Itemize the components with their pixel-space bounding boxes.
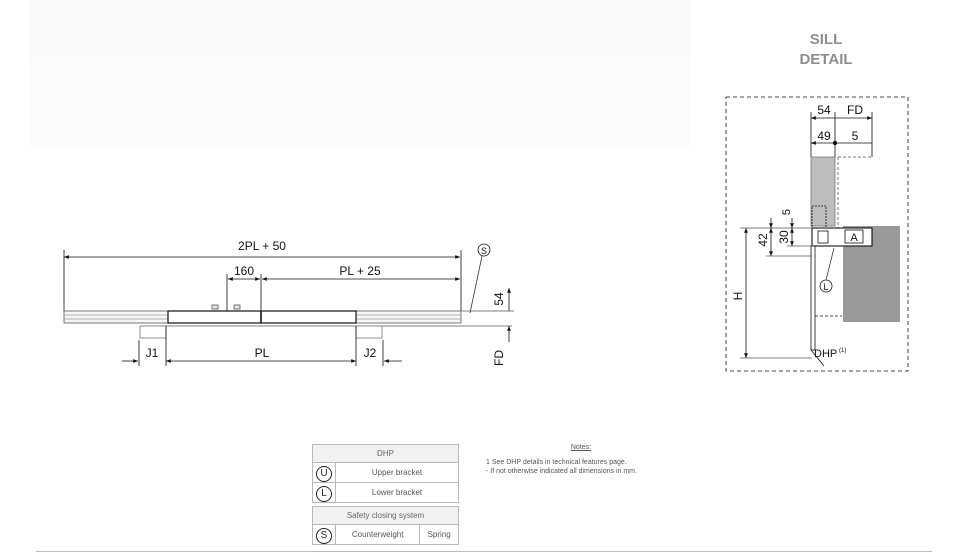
dhp-table: DHP U Upper bracket L Lower bracket bbox=[312, 444, 459, 503]
label-total: 2PL + 50 bbox=[238, 239, 286, 253]
small-bracket-2 bbox=[233, 304, 241, 310]
l-symbol: L bbox=[312, 482, 336, 503]
s-symbol-circle bbox=[477, 243, 491, 257]
u-symbol: U bbox=[312, 462, 336, 483]
a-box bbox=[844, 229, 864, 244]
faded-header-area bbox=[30, 0, 690, 148]
d-label-30: 30 bbox=[777, 230, 791, 244]
door-panel bbox=[810, 156, 836, 227]
d-label-49: 49 bbox=[817, 129, 831, 143]
sill-detail-title: SILL DETAIL bbox=[776, 30, 876, 70]
mechanism-body bbox=[167, 310, 357, 324]
label-pl: PL bbox=[255, 346, 270, 360]
safety-table-header: Safety closing system bbox=[312, 506, 459, 525]
label-j1: J1 bbox=[146, 346, 159, 360]
small-bracket-1 bbox=[211, 304, 219, 310]
sill-title-line1: SILL bbox=[809, 31, 843, 48]
label-54: 54 bbox=[492, 292, 506, 306]
d-label-a: A bbox=[850, 232, 858, 244]
vertical-plate bbox=[810, 245, 816, 351]
d-label-dhp-sup: (1) bbox=[839, 348, 846, 354]
footer-divider bbox=[36, 551, 932, 552]
front-labels: 2PL + 50 160 PL + 25 J1 PL J2 S 54 FD bbox=[146, 239, 506, 366]
front-elevation bbox=[63, 243, 514, 366]
table-row: L Lower bracket bbox=[312, 482, 459, 503]
detail-frame bbox=[725, 96, 909, 372]
label-160: 160 bbox=[234, 264, 254, 278]
floor-box-right bbox=[355, 325, 383, 339]
label-pl25: PL + 25 bbox=[339, 264, 381, 278]
sill-title-line2: DETAIL bbox=[799, 51, 853, 68]
l-leader bbox=[825, 247, 835, 281]
notes-title: Notes: bbox=[570, 444, 592, 451]
d-label-fd: FD bbox=[847, 103, 863, 117]
d-label-h: H bbox=[731, 292, 745, 301]
label-j2: J2 bbox=[364, 346, 377, 360]
note-line-1: 1 See DHP details in technical features … bbox=[486, 459, 627, 466]
d-label-5v: 5 bbox=[781, 209, 793, 215]
safety-table: Safety closing system S Counterweight Sp… bbox=[312, 506, 459, 545]
dhp-table-header: DHP bbox=[312, 444, 459, 463]
u-bracket bbox=[817, 230, 829, 244]
counterweight-label: Counterweight bbox=[334, 524, 421, 545]
d-label-l: L bbox=[823, 282, 828, 292]
s-symbol: S bbox=[312, 524, 336, 545]
d-label-42: 42 bbox=[756, 233, 770, 247]
upper-bracket-label: Upper bracket bbox=[335, 462, 459, 483]
note-line-2: - If not otherwise indicated all dimensi… bbox=[486, 468, 637, 475]
sill-detail bbox=[725, 96, 909, 372]
s-leader bbox=[469, 255, 483, 314]
spring-label: Spring bbox=[419, 524, 459, 545]
table-row: S Counterweight Spring bbox=[312, 524, 459, 545]
floor-box-left bbox=[139, 325, 167, 339]
lower-bracket-label: Lower bracket bbox=[335, 482, 459, 503]
label-fd: FD bbox=[492, 350, 506, 366]
d-label-5: 5 bbox=[852, 129, 859, 143]
d-label-54: 54 bbox=[817, 103, 831, 117]
plate-slant bbox=[810, 349, 825, 367]
detail-labels: 54 FD 49 5 5 42 30 H A L DHP (1) bbox=[731, 103, 863, 360]
notes-block: Notes: 1 See DHP details in technical fe… bbox=[486, 443, 676, 476]
label-s: S bbox=[481, 246, 487, 256]
d-label-dhp: DHP bbox=[814, 348, 837, 360]
table-row: U Upper bracket bbox=[312, 462, 459, 483]
